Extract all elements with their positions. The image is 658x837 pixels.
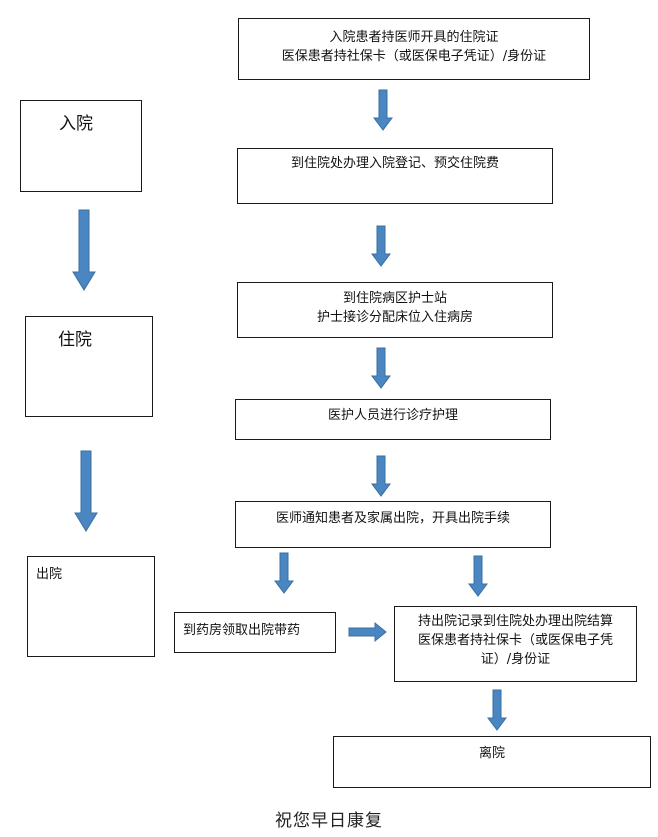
arrow-stay-to-discharge [74, 450, 98, 532]
step-leave-text: 离院 [478, 746, 505, 761]
step-discharge-notice-text: 医师通知患者及家属出院，开具出院手续 [275, 511, 510, 526]
arrow-step4-to-step5 [371, 455, 391, 497]
stage-stay-box: 住院 [25, 316, 153, 417]
step-settlement-line2: 医保患者持社保卡（或医保电子凭 [417, 633, 613, 648]
step-settlement-line3: 证）/身份证 [480, 652, 551, 667]
step-admission-notice-line1: 入院患者持医师开具的住院证 [329, 30, 499, 45]
step-pharmacy-text: 到药房领取出院带药 [183, 623, 301, 638]
stage-stay-label: 住院 [58, 330, 92, 350]
step-registration-text: 到住院处办理入院登记、预交住院费 [290, 156, 499, 171]
step-pharmacy: 到药房领取出院带药 [174, 612, 336, 653]
stage-discharge-box: 出院 [27, 556, 155, 657]
arrow-settlement-to-leave [487, 689, 507, 731]
stage-admit-box: 入院 [20, 100, 142, 192]
step-leave: 离院 [333, 736, 651, 788]
arrow-admit-to-stay [72, 209, 96, 291]
arrow-step2-to-step3 [371, 225, 391, 267]
arrow-step3-to-step4 [371, 347, 391, 389]
stage-discharge-label: 出院 [36, 567, 63, 582]
step-nurse-station-line1: 到住院病区护士站 [342, 291, 447, 306]
step-admission-notice: 入院患者持医师开具的住院证 医保患者持社保卡（或医保电子凭证）/身份证 [238, 18, 590, 80]
step-admission-notice-line2: 医保患者持社保卡（或医保电子凭证）/身份证 [281, 49, 547, 64]
stage-admit-label: 入院 [59, 114, 93, 134]
step-nurse-station: 到住院病区护士站 护士接诊分配床位入住病房 [237, 282, 553, 338]
step-treatment: 医护人员进行诊疗护理 [235, 399, 551, 440]
step-settlement-line1: 持出院记录到住院处办理出院结算 [417, 614, 613, 629]
step-discharge-notice: 医师通知患者及家属出院，开具出院手续 [235, 501, 551, 548]
arrow-step5-to-settlement [468, 555, 488, 597]
arrow-step5-to-pharmacy [274, 552, 294, 594]
step-settlement: 持出院记录到住院处办理出院结算 医保患者持社保卡（或医保电子凭 证）/身份证 [394, 606, 637, 682]
step-treatment-text: 医护人员进行诊疗护理 [327, 408, 458, 423]
arrow-step1-to-step2 [373, 89, 393, 131]
footer-wish: 祝您早日康复 [275, 811, 383, 831]
step-registration: 到住院处办理入院登记、预交住院费 [237, 148, 553, 204]
step-nurse-station-line2: 护士接诊分配床位入住病房 [316, 310, 473, 325]
arrow-pharmacy-to-settlement [348, 621, 387, 643]
